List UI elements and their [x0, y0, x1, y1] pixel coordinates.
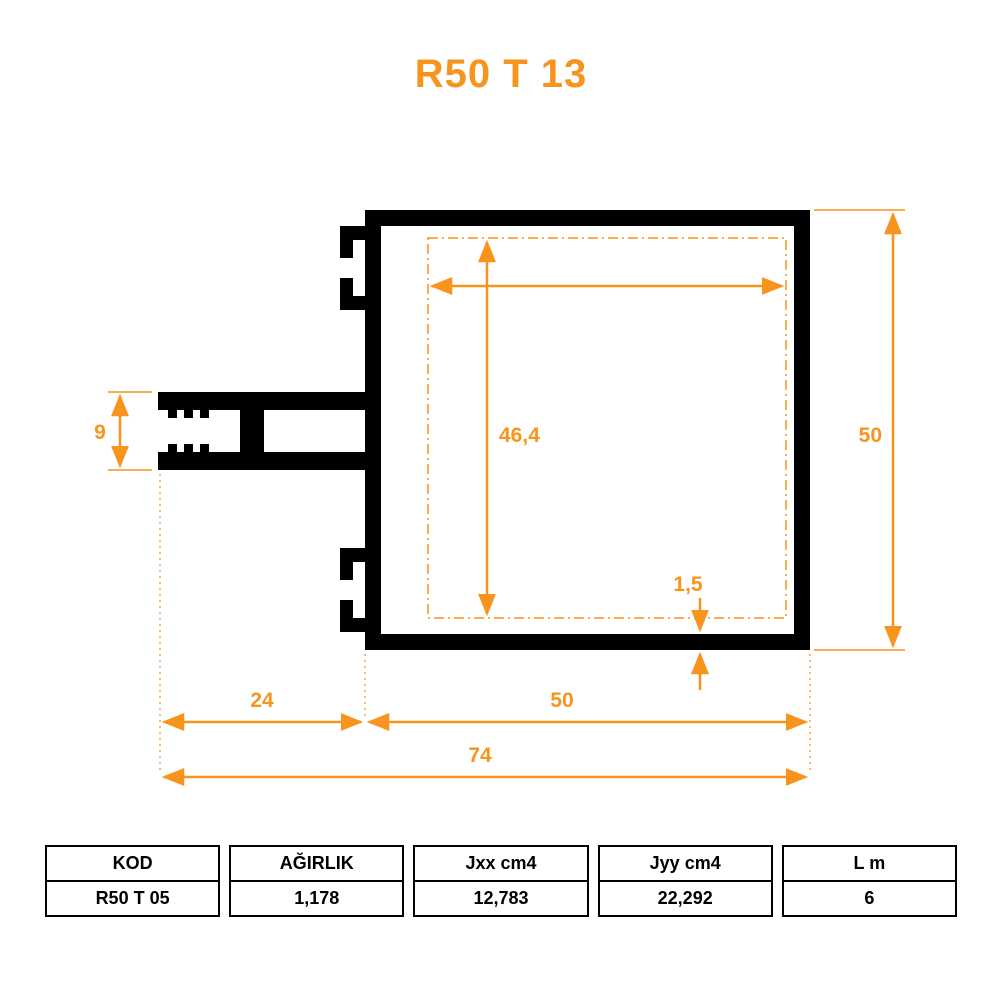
spec-col-kod: KOD R50 T 05 — [45, 845, 221, 917]
screw-channel-hook — [340, 600, 365, 632]
dim-inner-height-label: 46,4 — [499, 424, 540, 447]
arm-bottom-bar — [158, 452, 381, 470]
spec-value-agirlik: 1,178 — [294, 888, 340, 908]
arm-tooth — [200, 444, 209, 452]
page-title: R50 T 13 — [414, 52, 588, 96]
arm-tooth — [168, 410, 177, 418]
spec-col-agirlik: AĞIRLIK 1,178 — [229, 845, 405, 917]
spec-value-jxx: 12,783 — [473, 888, 529, 908]
spec-value-lm: 6 — [864, 888, 875, 908]
dim-arm-height-label: 9 — [94, 421, 106, 444]
arm-bridge — [240, 410, 264, 452]
spec-value-kod: R50 T 05 — [95, 888, 170, 908]
screw-channel-hook — [340, 548, 365, 580]
screw-channel-hook — [340, 278, 365, 310]
spec-header-kod: KOD — [47, 847, 219, 882]
dim-total-width-label: 74 — [468, 744, 492, 767]
dim-arm-width-label: 24 — [250, 689, 274, 712]
screw-channel-hook — [340, 226, 365, 258]
dimension-annotations — [108, 209, 905, 786]
spec-col-lm: L m 6 — [781, 845, 957, 917]
arm-tooth — [168, 444, 177, 452]
inner-reference-dashed-rect — [427, 237, 787, 619]
square-tube — [365, 210, 810, 650]
extension-lines — [159, 474, 811, 772]
spec-col-jxx: Jxx cm4 12,783 — [413, 845, 589, 917]
spec-col-jyy: Jyy cm4 22,292 — [597, 845, 773, 917]
spec-table: KOD R50 T 05 AĞIRLIK 1,178 Jxx cm4 12,78… — [45, 845, 957, 917]
extension-lines-solid — [108, 209, 905, 651]
arm-top-bar — [158, 392, 381, 410]
spec-header-agirlik: AĞIRLIK — [231, 847, 403, 882]
spec-header-jxx: Jxx cm4 — [415, 847, 587, 882]
arm-tooth — [184, 410, 193, 418]
spec-header-jyy: Jyy cm4 — [599, 847, 771, 882]
spec-header-lm: L m — [783, 847, 955, 882]
spec-value-jyy: 22,292 — [657, 888, 713, 908]
dim-outer-width-label: 50 — [550, 689, 573, 712]
dim-outer-height-label: 50 — [859, 424, 882, 447]
dim-wall-thickness-label: 1,5 — [673, 573, 703, 596]
arm-tooth — [184, 444, 193, 452]
profile-cross-section — [158, 210, 810, 650]
arm-tooth — [200, 410, 209, 418]
